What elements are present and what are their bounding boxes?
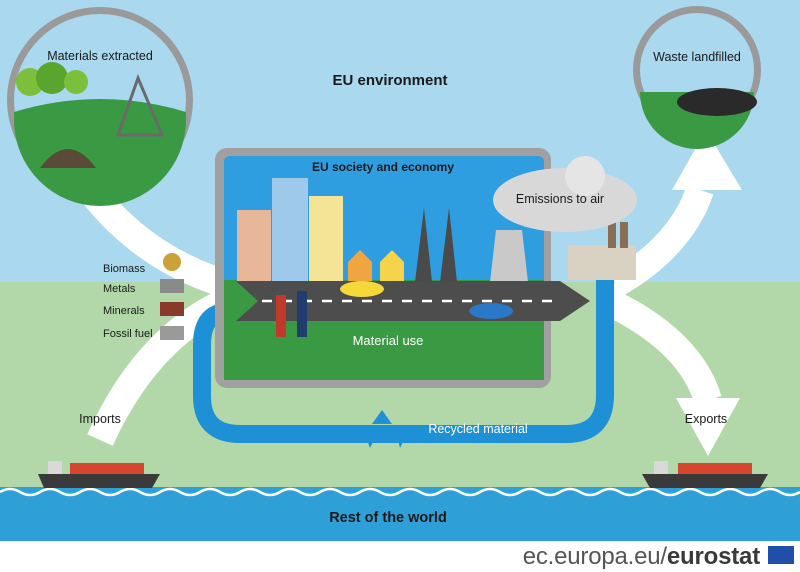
- footer-prefix: ec.europa.eu/: [522, 543, 667, 570]
- footer-brand: eurostat: [666, 543, 760, 570]
- emissions-to-air-label: Emissions to air: [516, 192, 604, 206]
- source-url[interactable]: ec.europa.eu/eurostat: [523, 543, 760, 571]
- oil-rig: [115, 73, 165, 137]
- pylon-2: [440, 208, 457, 282]
- environment-title: EU environment: [332, 72, 447, 89]
- export-ship-bridge: [654, 461, 668, 474]
- exports-flow-arrow: [598, 287, 722, 405]
- footer: ec.europa.eu/eurostat: [0, 541, 800, 572]
- chimney-1: [608, 220, 616, 248]
- person-1: [276, 295, 286, 337]
- sea-background: [0, 487, 800, 541]
- extraction-ground: [14, 99, 186, 206]
- recycled-loop: [193, 280, 614, 443]
- emissions-cloud-puff: [565, 156, 605, 196]
- exports-arrowhead: [676, 398, 740, 456]
- minerals-icon: [160, 302, 184, 316]
- material-type-minerals: Minerals: [103, 305, 145, 317]
- cooling-tower: [490, 230, 528, 282]
- fossil-fuel-icon: [160, 326, 184, 340]
- waste-arrowhead: [672, 130, 742, 190]
- export-ship: [642, 474, 768, 488]
- import-ship: [38, 474, 160, 488]
- exports-label: Exports: [685, 412, 727, 426]
- chimney-2: [620, 222, 628, 248]
- factory: [568, 245, 636, 280]
- import-ship-bridge: [48, 461, 62, 474]
- rest-of-world-label: Rest of the world: [329, 510, 447, 526]
- eu-flag-icon: [768, 546, 794, 564]
- recycle-icon: [364, 410, 408, 448]
- materials-extracted-label: Materials extracted: [47, 49, 153, 63]
- yellow-car: [340, 281, 384, 297]
- biomass-icon: [163, 253, 181, 271]
- building-1: [237, 210, 271, 282]
- material-use-label: Material use: [353, 333, 424, 348]
- waste-landfilled-label: Waste landfilled: [653, 50, 741, 64]
- house-1: [348, 250, 372, 282]
- recycled-material-label: Recycled material: [428, 422, 527, 436]
- material-type-fossil-fuel: Fossil fuel: [103, 328, 153, 340]
- society-title: EU society and economy: [312, 160, 454, 174]
- imports-label: Imports: [79, 412, 121, 426]
- waste-bags: [677, 88, 757, 116]
- blue-car: [469, 303, 513, 319]
- material-type-metals: Metals: [103, 283, 136, 295]
- person-2: [297, 291, 307, 337]
- waste-flow-arrow: [598, 185, 714, 303]
- building-2: [272, 178, 308, 282]
- building-3: [309, 196, 343, 282]
- house-2: [380, 250, 404, 282]
- metals-icon: [160, 279, 184, 293]
- tree-2: [36, 62, 68, 94]
- mine-entrance: [40, 149, 96, 168]
- tree-3: [64, 70, 88, 94]
- material-flow-diagram: EU environment EU society and economy Ma…: [0, 0, 800, 541]
- import-containers: [70, 463, 144, 474]
- pylon-1: [415, 208, 432, 282]
- material-type-biomass: Biomass: [103, 263, 146, 275]
- export-containers: [678, 463, 752, 474]
- sea-wave: [0, 487, 800, 497]
